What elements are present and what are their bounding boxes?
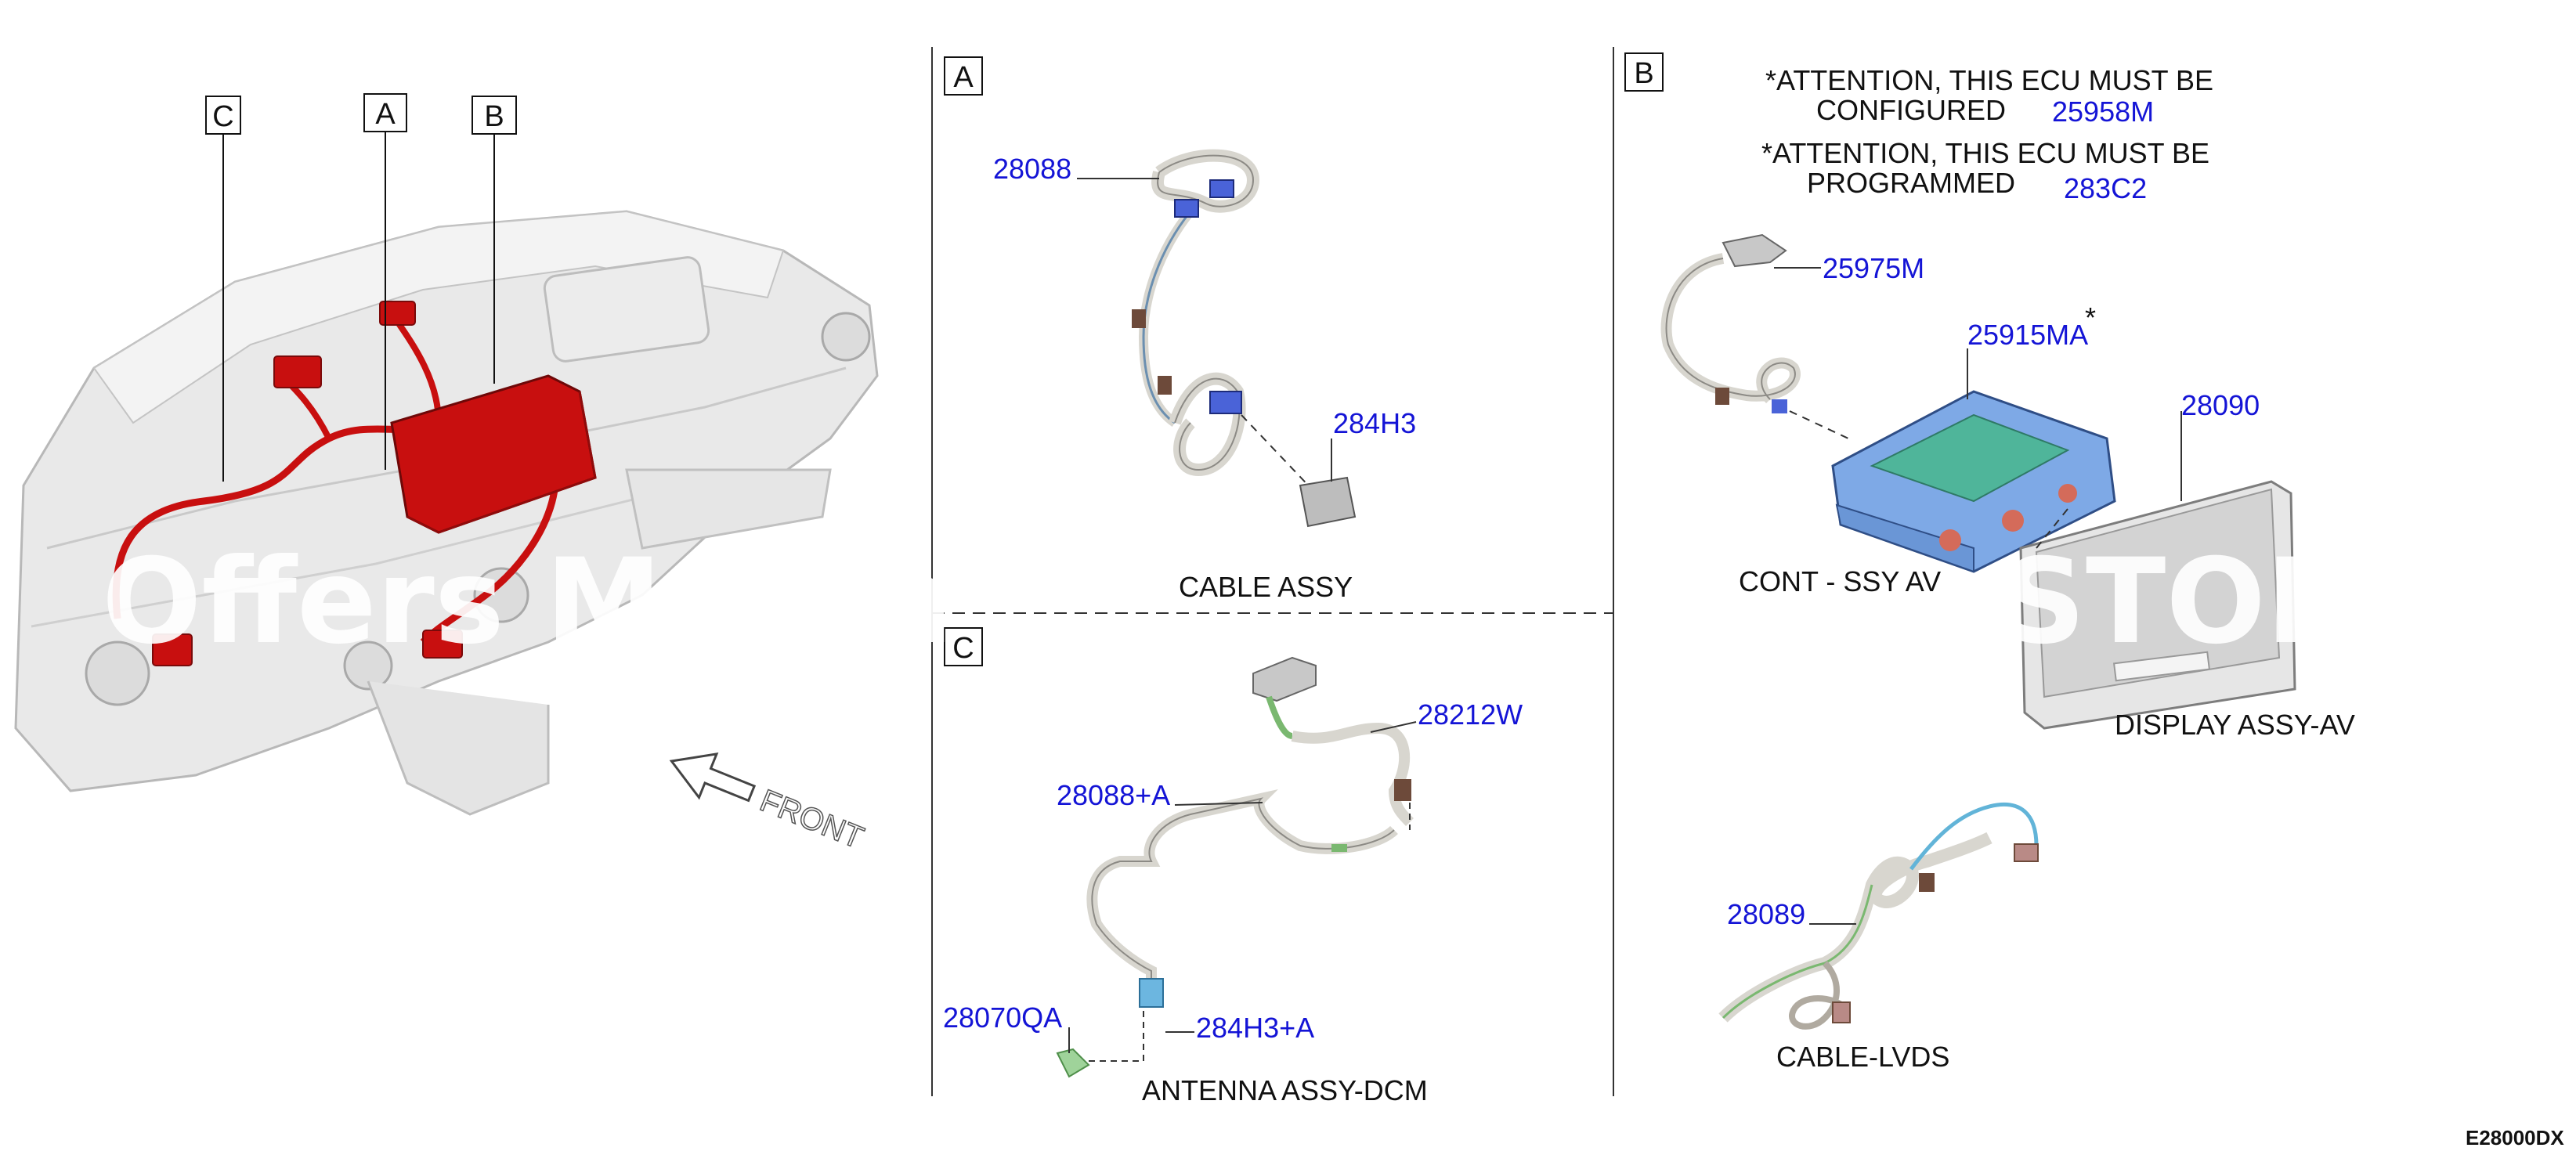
panel-c-caption: ANTENNA ASSY-DCM — [1142, 1074, 1428, 1106]
panel-b: B *ATTENTION, THIS ECU MUST BE CONFIGURE… — [1624, 52, 2355, 1073]
attention-1-line2: CONFIGURED — [1816, 94, 2006, 126]
watermark-left: Offers Merch — [102, 534, 953, 670]
callout-a: A — [375, 98, 396, 131]
panel-a-caption: CABLE ASSY — [1179, 571, 1353, 603]
watermark-right: STORE — [2001, 534, 2437, 670]
panel-a-tag-box — [944, 56, 983, 96]
attention-2-line2: PROGRAMMED — [1807, 167, 2015, 199]
part-25915MA-asterisk: * — [2085, 301, 2096, 334]
part-25975M[interactable]: 25975M — [1823, 252, 1924, 284]
panel-b-tag-box — [1624, 52, 1664, 92]
part-28089[interactable]: 28089 — [1727, 898, 1805, 930]
part-284H3-a[interactable]: 284H3+A — [1196, 1012, 1314, 1044]
watermark: Offers Merch STORE — [102, 534, 2437, 670]
panel-b-tag: B — [1634, 57, 1653, 90]
panel-c-tag-box — [944, 627, 983, 666]
front-label: FRONT — [755, 783, 868, 855]
attention-2-line1: *ATTENTION, THIS ECU MUST BE — [1761, 137, 2209, 169]
dashboard-overview: C A B FRONT — [14, 93, 879, 856]
callout-b: B — [484, 100, 504, 133]
part-28212W[interactable]: 28212W — [1418, 698, 1523, 731]
attention-2-part[interactable]: 283C2 — [2064, 172, 2147, 204]
callout-c: C — [212, 100, 233, 133]
attention-1-part[interactable]: 25958M — [2052, 96, 2154, 128]
diagram-code: E28000DX — [2466, 1126, 2564, 1149]
part-28088[interactable]: 28088 — [993, 153, 1071, 185]
display-caption: DISPLAY ASSY-AV — [2115, 709, 2355, 741]
panel-a-tag: A — [953, 61, 974, 94]
attention-1-line1: *ATTENTION, THIS ECU MUST BE — [1765, 64, 2213, 96]
callout-c-box — [205, 96, 241, 135]
panel-c: C 28212W 28088+A 28070QA 284H3+A ANTENNA… — [943, 627, 1523, 1106]
front-arrow-icon: FRONT — [669, 752, 869, 856]
part-25915MA[interactable]: 25915MA — [1967, 319, 2088, 351]
part-28088-a[interactable]: 28088+A — [1057, 779, 1170, 811]
cable-caption: CABLE-LVDS — [1776, 1041, 1949, 1073]
panel-a: A 28088 284H3 CABLE ASSY — [944, 56, 1416, 603]
controller-caption: CONT - SSY AV — [1739, 565, 1941, 597]
panel-c-tag: C — [952, 632, 974, 665]
part-284H3[interactable]: 284H3 — [1333, 407, 1416, 439]
part-28070QA[interactable]: 28070QA — [943, 1001, 1062, 1034]
part-28090[interactable]: 28090 — [2181, 389, 2260, 421]
callout-b-box — [471, 96, 517, 135]
